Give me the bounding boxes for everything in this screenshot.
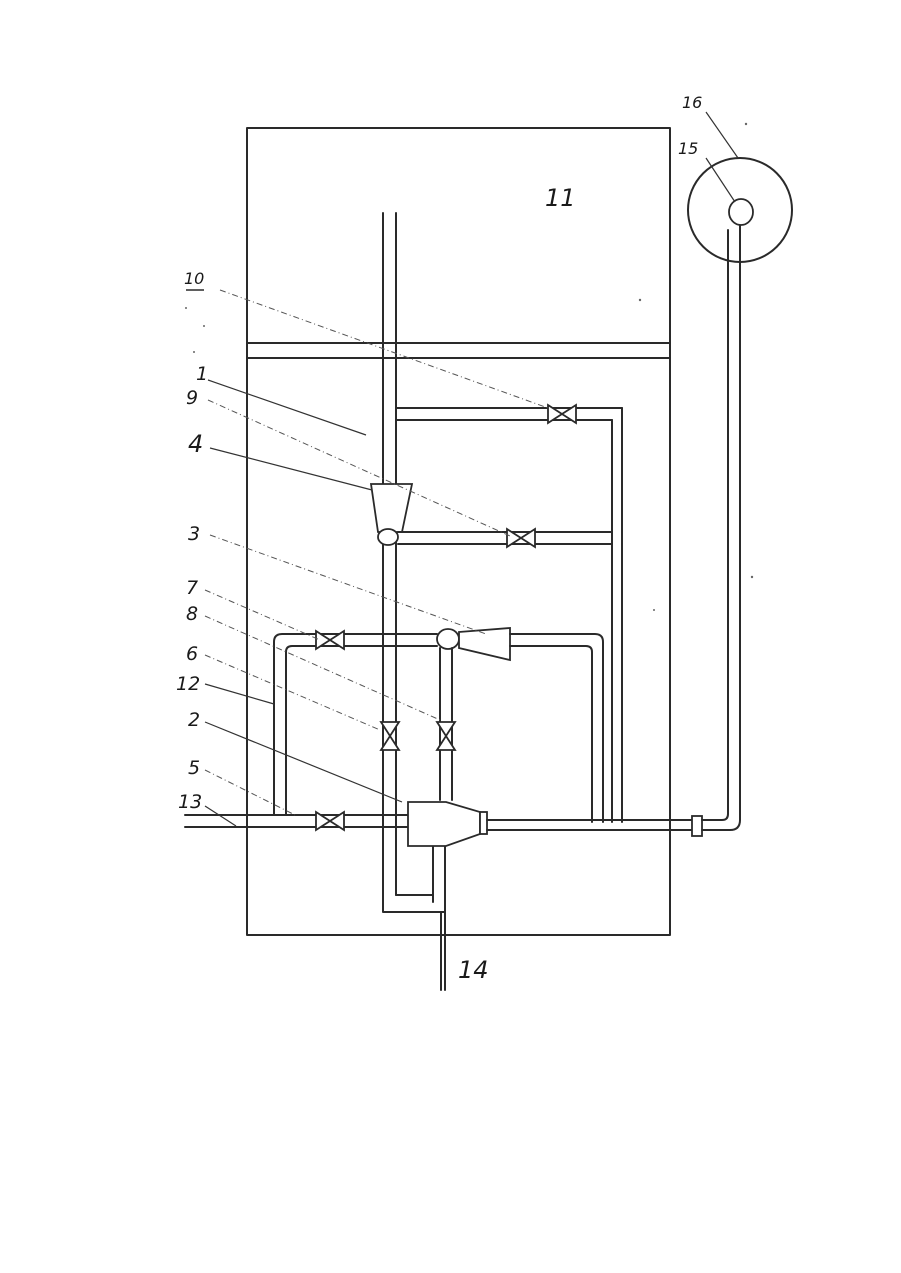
- ejector-3-discharge-loop: [510, 634, 603, 822]
- label-2: 2: [188, 709, 200, 731]
- label-16: 16: [682, 93, 702, 112]
- label-14: 14: [458, 956, 489, 984]
- line-7-12: [274, 634, 437, 815]
- label-6: 6: [186, 643, 198, 665]
- ejector-3: [437, 628, 510, 660]
- label-10: 10: [184, 269, 204, 288]
- label-12: 12: [176, 673, 200, 695]
- label-13: 13: [178, 791, 202, 813]
- label-15: 15: [678, 139, 698, 158]
- ejector-4: [371, 484, 412, 545]
- label-7: 7: [186, 577, 198, 599]
- label-4: 4: [188, 430, 203, 458]
- label-3: 3: [188, 523, 200, 545]
- scan-specks: [185, 123, 753, 611]
- hose-end-15: [729, 199, 753, 225]
- leader-lines: [205, 112, 738, 826]
- bypass-line-10: [396, 408, 622, 822]
- inlet-pipe-13: [185, 815, 408, 827]
- unit-2: [408, 802, 487, 846]
- label-8: 8: [186, 603, 198, 625]
- label-1: 1: [196, 363, 208, 385]
- label-5: 5: [188, 757, 200, 779]
- label-11: 11: [545, 184, 576, 212]
- discharge-line: [487, 222, 740, 836]
- label-9: 9: [186, 387, 198, 409]
- outlet-pipe-14: [433, 838, 445, 990]
